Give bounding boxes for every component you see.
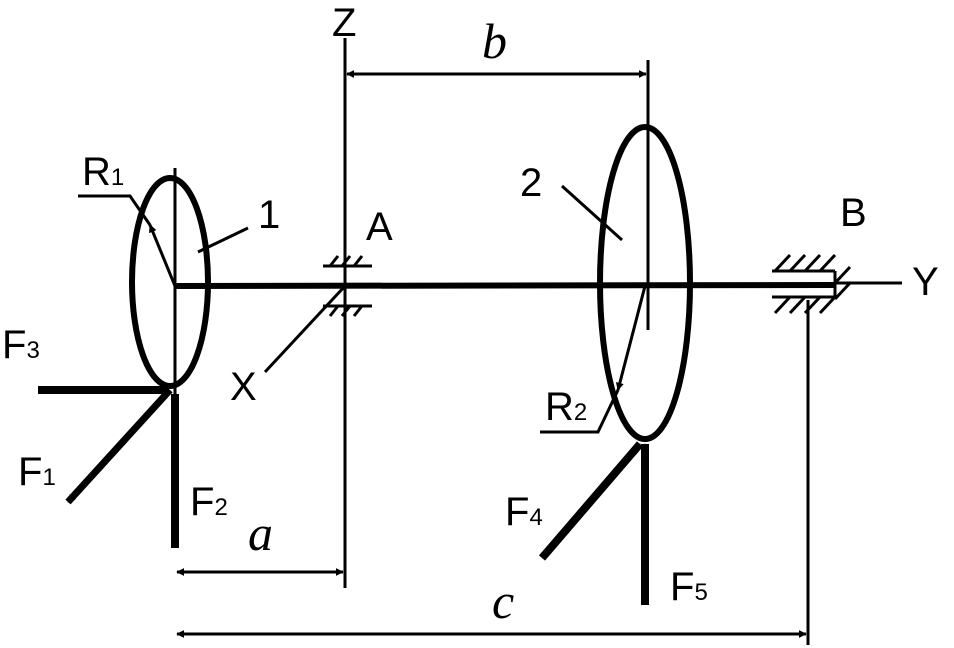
- f3-label: F3: [2, 323, 40, 367]
- f4-label: F4: [505, 490, 543, 534]
- r2-arrow: [615, 285, 647, 391]
- disk2-ellipse: [597, 124, 693, 442]
- r1-label: R1: [82, 150, 124, 194]
- support-b-label: B: [840, 191, 867, 235]
- disk2-leader: [560, 184, 624, 242]
- disk1-ellipse: [129, 175, 211, 389]
- f1-label: F1: [18, 450, 56, 494]
- disk1-label: 1: [258, 193, 280, 237]
- x-axis-label: X: [230, 365, 257, 409]
- disk2-label: 2: [520, 161, 542, 205]
- r1-leader: [78, 194, 152, 226]
- disk1-leader: [197, 226, 249, 254]
- support-a-label: A: [366, 205, 393, 249]
- f2-label: F2: [190, 480, 228, 524]
- r2-leader: [540, 389, 620, 434]
- support-b: [772, 253, 852, 315]
- dimension-a-label: a: [248, 505, 273, 561]
- f5-label: F5: [670, 565, 708, 609]
- z-axis-label: Z: [332, 1, 356, 45]
- r1-arrow: [148, 224, 177, 287]
- r2-label: R2: [545, 385, 587, 429]
- f1-arrow: [65, 387, 173, 505]
- support-a: [323, 255, 372, 317]
- f4-arrow: [538, 441, 644, 561]
- x-axis-line: [263, 284, 347, 374]
- dimension-b-label: b: [482, 13, 507, 69]
- shaft-line: [174, 282, 836, 289]
- dimension-c-label: c: [492, 573, 514, 629]
- y-axis-label: Y: [912, 260, 939, 304]
